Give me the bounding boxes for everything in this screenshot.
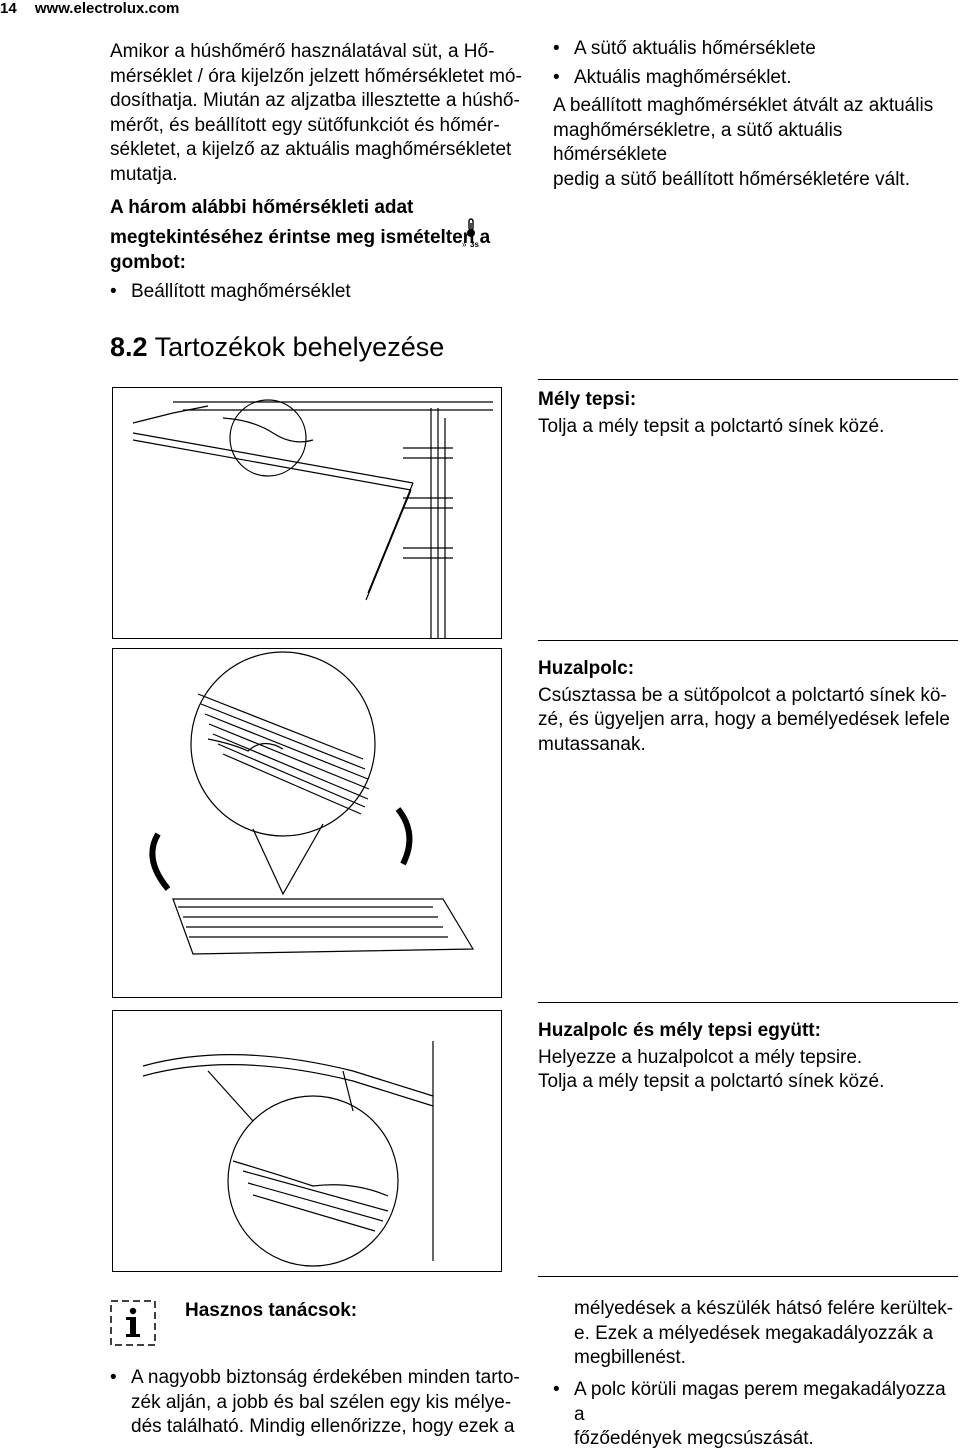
instruction-line: A három alábbi hőmérsékleti adat [110,197,414,218]
divider [538,1276,958,1277]
description-line: maghőmérsékletre, a sütő aktuális hőmérs… [553,119,843,166]
section-number: 8.2 [110,332,148,362]
tip-line: zék alján, a jobb és bal szélen egy kis … [131,1391,512,1413]
shelf-and-tray-illustration [112,1010,502,1272]
description-line: pedig a sütő beállított hőmérsékletére v… [553,168,910,190]
list-item: Beállított maghőmérséklet [110,280,351,305]
list-item: A nagyobb biztonság érdekében minden tar… [110,1366,520,1440]
instruction-line: megtekintéséhez érintse meg ismételten a [110,226,491,248]
svg-text:»: » [462,240,467,248]
item-line: zé, és ügyeljen arra, hogy a bemélyedése… [538,709,950,730]
wire-shelf-text: Huzalpolc: Csúsztassa be a sütőpolcot a … [538,657,958,757]
tip-line: megbillenést. [574,1347,686,1368]
item-label: Mély tepsi: [538,389,637,410]
list-item: Aktuális maghőmérséklet. [553,66,953,91]
divider [538,379,958,380]
tips-list-right: A polc körüli magas perem megakadályozza… [553,1378,958,1452]
description-line: A beállított maghőmérséklet átvált az ak… [553,95,934,116]
divider [538,1002,958,1003]
divider [538,640,958,641]
tip-line: mélyedések a készülék hátsó felére kerül… [574,1298,954,1319]
tip-line: főzőedények megcsúszását. [574,1428,814,1449]
page-header: 14 www.electrolux.com [0,0,193,17]
item-line: Tolja a mély tepsit a polctartó sínek kö… [538,1071,885,1092]
tip-line: A nagyobb biztonság érdekében minden tar… [131,1367,520,1388]
wire-shelf-illustration [112,648,502,998]
intro-paragraph: Amikor a húshőmérő használatával süt, a … [110,40,522,187]
tips-list-left: A nagyobb biztonság érdekében minden tar… [110,1366,520,1440]
item-label: Huzalpolc: [538,658,635,679]
site-url: www.electrolux.com [34,0,180,17]
intro-line: sékletet, a kijelző az aktuális maghőmér… [110,139,512,160]
section-title-text: Tartozékok behelyezése [154,332,445,362]
deep-tray-text: Mély tepsi: Tolja a mély tepsit a polcta… [538,388,958,439]
item-line: mutassanak. [538,733,646,755]
tips-title: Hasznos tanácsok: [185,1300,358,1321]
temperature-list-left: Beállított maghőmérséklet [110,280,351,305]
intro-line: mérséklet / óra kijelzőn jelzett hőmérsé… [110,65,522,87]
list-item: A polc körüli magas perem megakadályozza… [553,1378,958,1452]
tips-continuation: mélyedések a készülék hátsó felére kerül… [574,1297,953,1371]
intro-line: mérőt, és beállított egy sütőfunkciót és… [110,114,500,136]
switch-description: A beállított maghőmérséklet átvált az ak… [553,94,960,192]
tip-line: A polc körüli magas perem megakadályozza… [574,1379,946,1425]
deep-tray-illustration [112,387,502,639]
icon-3s-text: 3s [470,240,479,248]
intro-line: mutatja. [110,163,178,185]
thermometer-3s-icon: » 3s [460,218,486,249]
intro-line: dosíthatja. Miután az aljzatba illesztet… [110,90,520,111]
intro-line: Amikor a húshőmérő használatával süt, a … [110,41,495,62]
page-number: 14 [0,0,17,17]
shelf-and-tray-text: Huzalpolc és mély tepsi együtt: Helyezze… [538,1019,958,1095]
tip-line: dés található. Mindig ellenőrizze, hogy … [131,1416,515,1437]
item-line: Helyezze a huzalpolcot a mély tepsire. [538,1046,863,1068]
info-icon [110,1300,156,1346]
item-line: Tolja a mély tepsit a polctartó sínek kö… [538,415,885,437]
item-line: Csúsztassa be a sütőpolcot a polctartó s… [538,684,947,706]
temperature-list-right: A sütő aktuális hőmérséklete Aktuális ma… [553,37,953,90]
list-item: A sütő aktuális hőmérséklete [553,37,953,62]
instruction-line: gombot: [110,252,186,273]
instruction: A három alábbi hőmérsékleti adat megteki… [110,196,490,276]
tip-line: e. Ezek a mélyedések megakadályozzák a [574,1322,934,1344]
item-label: Huzalpolc és mély tepsi együtt: [538,1020,821,1041]
section-title: 8.2 Tartozékok behelyezése [110,332,444,362]
